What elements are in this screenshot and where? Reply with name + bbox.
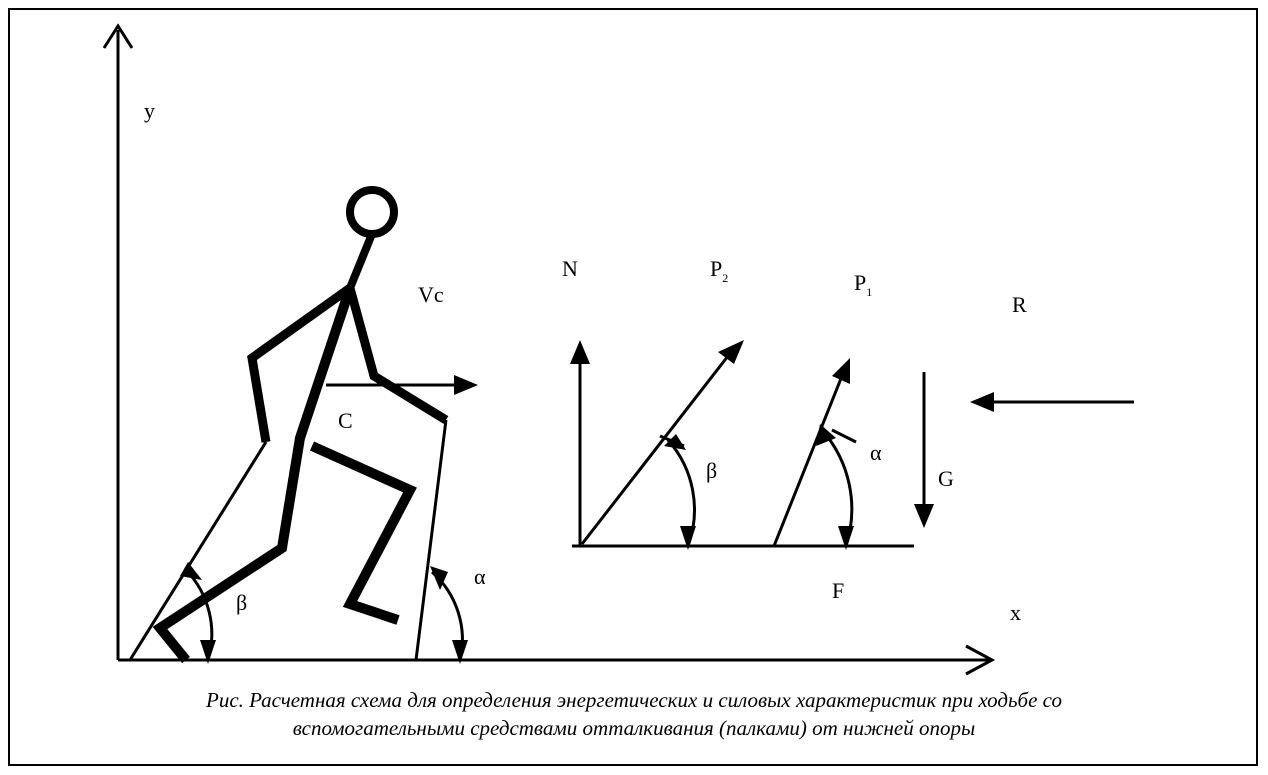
angle-beta-figure-label: β	[236, 590, 247, 615]
force-p2-label: P2	[710, 256, 728, 285]
vector-r	[970, 392, 1134, 412]
torso-and-back-leg	[152, 286, 355, 664]
caption-line-1: Рис. Расчетная схема для определения эне…	[206, 688, 1062, 712]
force-f-label: F	[832, 578, 844, 603]
force-g-label: G	[938, 466, 954, 491]
front-pole	[414, 419, 448, 661]
head	[346, 186, 398, 238]
figure-caption: Рис. Расчетная схема для определения эне…	[40, 686, 1228, 742]
axes	[102, 23, 996, 676]
back-arm	[247, 284, 353, 443]
force-r-label: R	[1012, 292, 1027, 317]
vector-p2	[580, 340, 744, 545]
angle-alpha-vector-label: α	[870, 440, 882, 465]
x-axis-label: x	[1010, 600, 1021, 625]
angle-beta-vector-label: β	[706, 458, 717, 483]
front-leg	[309, 441, 417, 625]
front-arm	[345, 286, 449, 424]
force-diagram	[570, 340, 1134, 550]
y-axis-label: y	[144, 98, 155, 123]
force-n-label: N	[562, 256, 578, 281]
vector-p1	[772, 358, 850, 547]
velocity-arrow	[326, 375, 478, 395]
vector-g	[914, 372, 934, 528]
velocity-label: Vc	[418, 282, 444, 307]
angle-alpha-figure	[430, 566, 468, 664]
walker-figure	[152, 186, 449, 664]
vector-n	[570, 340, 590, 546]
caption-line-2: вспомогательными средствами отталкивания…	[292, 716, 976, 740]
back-pole	[128, 441, 268, 661]
angle-alpha-figure-label: α	[474, 564, 486, 589]
x-axis-arrowhead	[965, 644, 996, 676]
y-axis-arrowhead	[102, 23, 134, 49]
force-p1-label: P1	[854, 270, 872, 299]
poles	[128, 419, 448, 661]
center-c-label: C	[338, 408, 353, 433]
neck	[346, 232, 376, 290]
angle-alpha-vector	[816, 424, 857, 550]
angle-beta-vector	[659, 434, 696, 550]
angle-beta-figure	[180, 562, 216, 664]
figure-frame	[8, 8, 1258, 766]
